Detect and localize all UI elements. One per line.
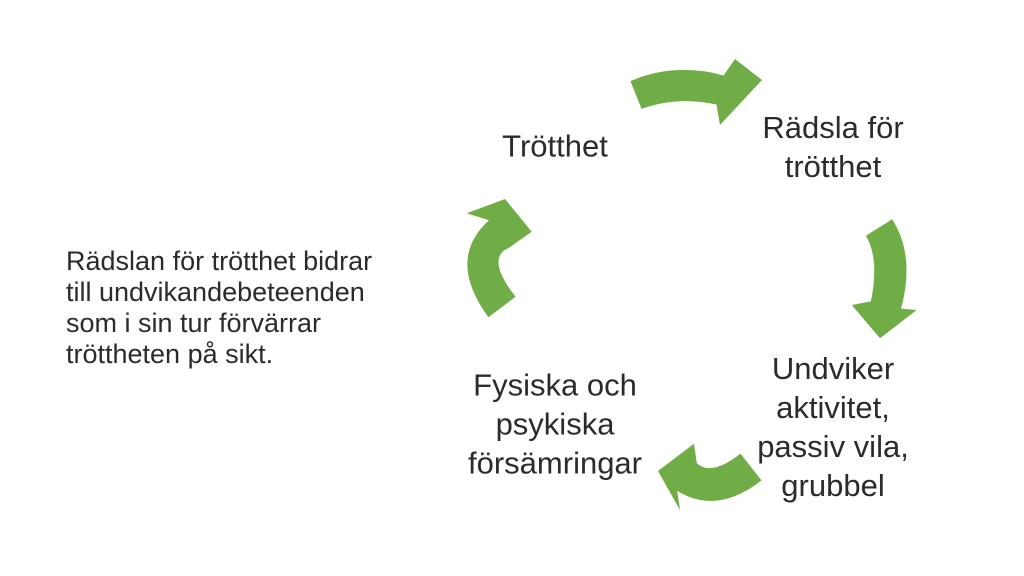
node-label: trötthet bbox=[784, 149, 882, 184]
node-radsla-for-trotthet: Rädsla för trötthet bbox=[762, 108, 903, 186]
description-text: Rädslan för trötthet bidrar till undvika… bbox=[66, 246, 406, 370]
node-label: Trötthet bbox=[502, 128, 608, 164]
description-line: till undvikandebeteenden bbox=[66, 277, 365, 307]
arrow-trotthet-to-radsla bbox=[630, 59, 762, 125]
node-label: psykiska bbox=[495, 406, 615, 442]
node-label: Fysiska och bbox=[473, 367, 637, 403]
node-label: passiv vila, bbox=[757, 429, 909, 464]
description-line: som i sin tur förvärrar bbox=[66, 308, 322, 338]
arrow-fysiska-to-trotthet bbox=[466, 199, 532, 318]
description-line: tröttheten på sikt. bbox=[66, 339, 274, 369]
description-line: Rädslan för trötthet bidrar bbox=[66, 246, 373, 276]
node-fysiska-psykiska: Fysiska och psykiska försämringar bbox=[468, 366, 642, 483]
node-label: Rädsla för bbox=[762, 110, 904, 145]
node-trotthet: Trötthet bbox=[502, 127, 608, 166]
node-label: grubbel bbox=[781, 468, 885, 503]
arrow-radsla-to-undviker bbox=[851, 219, 917, 339]
arrow-undviker-to-fysiska bbox=[658, 443, 762, 511]
node-label: aktivitet, bbox=[776, 390, 890, 425]
node-label: försämringar bbox=[468, 445, 642, 481]
node-undviker-aktivitet: Undviker aktivitet, passiv vila, grubbel bbox=[757, 349, 909, 505]
node-label: Undviker bbox=[771, 351, 895, 386]
